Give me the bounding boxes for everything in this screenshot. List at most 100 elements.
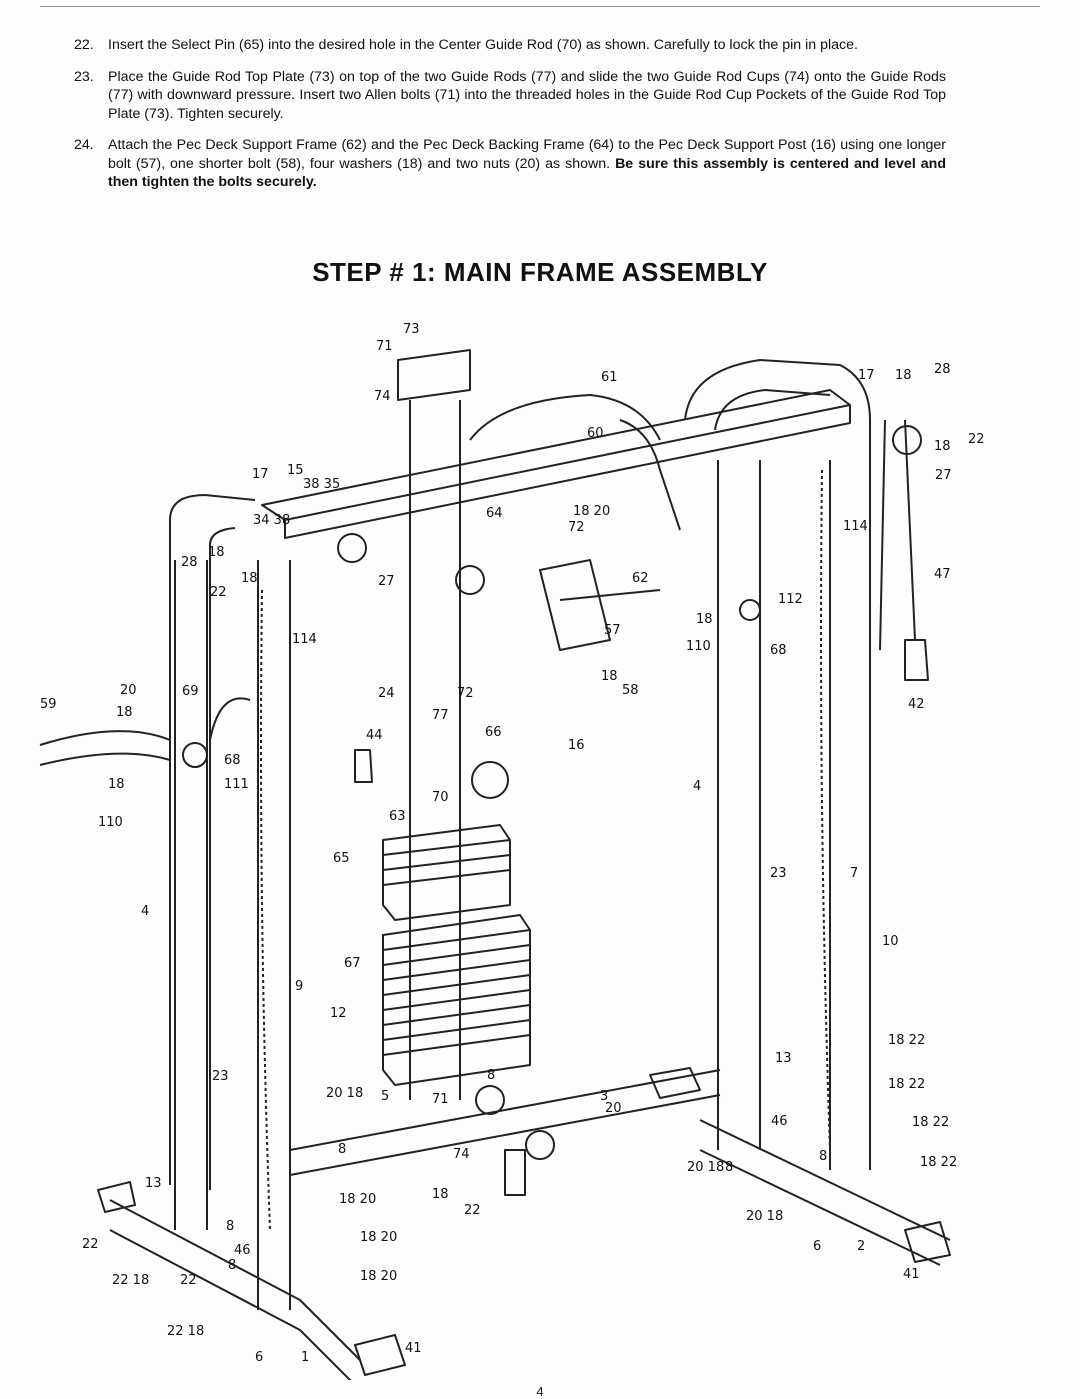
part-label-p1822a: 18 22 (888, 1033, 925, 1048)
part-label-p22l3: 22 (180, 1273, 197, 1288)
step-text: Attach the Pec Deck Support Frame (62) a… (108, 137, 946, 172)
left-base (109, 1199, 361, 1380)
right-cable (820, 469, 831, 1151)
part-label-p27c: 27 (378, 574, 395, 589)
part-label-p68r: 68 (770, 643, 787, 658)
part-label-p111: 111 (224, 777, 249, 792)
part-label-p23l: 23 (212, 1069, 229, 1084)
right-base (699, 1119, 951, 1266)
part-label-p60: 60 (587, 426, 604, 441)
part-label-p27r: 27 (935, 468, 952, 483)
part-label-p23r: 23 (770, 866, 787, 881)
part-label-p8a: 8 (487, 1068, 495, 1083)
left-tower-arm (169, 494, 256, 1185)
part-label-p3: 3 (600, 1089, 608, 1104)
part-label-p22r: 22 (968, 432, 985, 447)
part-label-p3835: 38 35 (303, 477, 340, 492)
part-label-p5: 5 (381, 1089, 389, 1104)
step-22: 22. Insert the Select Pin (65) into the … (74, 36, 946, 55)
pec-deck-arm (469, 394, 661, 441)
upper-weight-stack (382, 824, 511, 921)
left-cable (260, 589, 271, 1231)
step-warning: Be sure this assembly is centered and le… (108, 155, 946, 191)
part-label-p77: 77 (432, 708, 449, 723)
right-tower-arm (684, 359, 871, 1170)
part-label-p18c: 18 (432, 1187, 449, 1202)
part-label-p44: 44 (366, 728, 383, 743)
part-label-p2018r2: 20 18 (746, 1209, 783, 1224)
step-number: 24. (74, 137, 94, 153)
part-label-p18l4: 18 (108, 777, 125, 792)
part-label-p66: 66 (485, 725, 502, 740)
part-label-p24: 24 (378, 686, 395, 701)
part-label-p62: 62 (632, 571, 649, 586)
right-strap (879, 419, 916, 651)
top-crossbar (261, 389, 851, 521)
part-label-p8l2: 8 (228, 1258, 236, 1273)
part-label-p72: 72 (568, 520, 585, 535)
part-label-p42: 42 (908, 697, 925, 712)
part-label-p2218b: 22 18 (167, 1324, 204, 1339)
part-label-p41l: 41 (405, 1341, 422, 1356)
part-label-p2218: 22 18 (112, 1273, 149, 1288)
step-number: 22. (74, 37, 94, 53)
part-label-p20c: 20 (605, 1101, 622, 1116)
lower-weight-stack (382, 914, 531, 1086)
part-label-p71: 71 (376, 339, 393, 354)
page-number: 4 (536, 1384, 544, 1399)
part-label-p59: 59 (40, 697, 57, 712)
part-label-p61: 61 (601, 370, 618, 385)
section-heading: STEP # 1: MAIN FRAME ASSEMBLY (312, 257, 768, 287)
part-label-p13r: 13 (775, 1051, 792, 1066)
instruction-list: 22. Insert the Select Pin (65) into the … (74, 36, 946, 205)
part-label-p1822d: 18 22 (920, 1155, 957, 1170)
part-label-p7: 7 (850, 866, 858, 881)
part-label-p67: 67 (344, 956, 361, 971)
part-label-p3438: 34 38 (253, 513, 290, 528)
part-label-p22bl: 22 (82, 1237, 99, 1252)
part-label-p18r: 18 (895, 368, 912, 383)
part-label-p2r: 2 (857, 1239, 865, 1254)
part-label-p110: 110 (686, 639, 711, 654)
part-label-p6r: 6 (813, 1239, 821, 1254)
part-label-p28r: 28 (934, 362, 951, 377)
part-label-p8r2: 8 (725, 1160, 733, 1175)
part-label-p16: 16 (568, 738, 585, 753)
part-label-p22l: 22 (210, 585, 227, 600)
step-23: 23. Place the Guide Rod Top Plate (73) o… (74, 68, 946, 124)
part-label-p8r: 8 (819, 1149, 827, 1164)
part-label-p1820a: 18 20 (573, 504, 610, 519)
part-label-p64: 64 (486, 506, 503, 521)
part-label-p18l2: 18 (241, 571, 258, 586)
part-label-p1820c: 18 20 (360, 1230, 397, 1245)
guide-rod-top-plate (397, 349, 471, 401)
part-label-p18r2: 18 (934, 439, 951, 454)
part-label-p1822c: 18 22 (912, 1115, 949, 1130)
part-label-p68l: 68 (224, 753, 241, 768)
part-label-p1858: 18 (601, 669, 618, 684)
header-rule (40, 6, 1040, 7)
part-label-p57: 57 (604, 623, 621, 638)
part-label-p22c: 22 (464, 1203, 481, 1218)
part-label-p1820b: 18 20 (339, 1192, 376, 1207)
part-label-p73: 73 (403, 322, 420, 337)
left-upright (257, 560, 291, 1310)
step-text: Insert the Select Pin (65) into the desi… (108, 37, 858, 53)
part-label-p65: 65 (333, 851, 350, 866)
part-label-p74b: 74 (453, 1147, 470, 1162)
part-label-p112: 112 (778, 592, 803, 607)
part-label-p71b: 71 (432, 1092, 449, 1107)
part-label-p114l: 114 (292, 632, 317, 647)
part-label-p70: 70 (432, 790, 449, 805)
part-label-p114r: 114 (843, 519, 868, 534)
part-label-p1l: 1 (301, 1350, 309, 1365)
part-label-p74: 74 (374, 389, 391, 404)
part-label-p41r: 41 (903, 1267, 920, 1282)
part-label-p20l: 20 (120, 683, 137, 698)
part-label-p13l: 13 (145, 1176, 162, 1191)
part-label-p9: 9 (295, 979, 303, 994)
part-label-p2018r: 20 18 (687, 1160, 724, 1175)
part-label-p2018: 20 18 (326, 1086, 363, 1101)
